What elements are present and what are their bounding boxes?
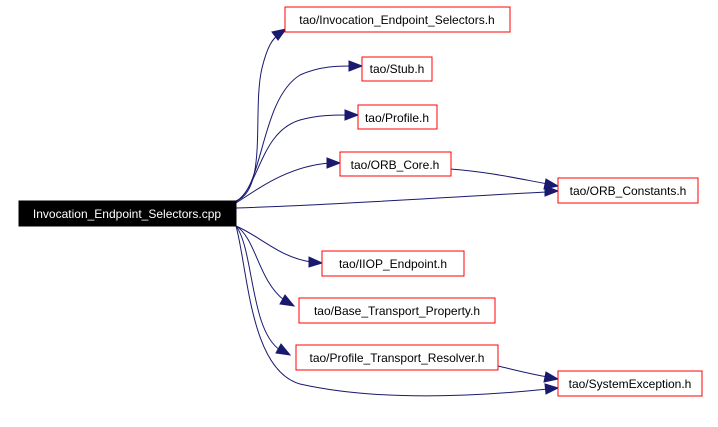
node-label: tao/IIOP_Endpoint.h (339, 257, 447, 271)
edge-root-to-iiop-endpoint-h (235, 225, 313, 263)
node-label: tao/Invocation_Endpoint_Selectors.h (299, 13, 494, 27)
edge-root-to-orb-constants-h (235, 191, 549, 209)
node-label: tao/ORB_Constants.h (570, 184, 687, 198)
arrowhead (543, 371, 560, 383)
node-orb-core-h[interactable]: tao/ORB_Core.h (339, 151, 452, 177)
node-label: tao/Profile_Transport_Resolver.h (310, 351, 485, 365)
node-invocation-endpoint-selectors-h[interactable]: tao/Invocation_Endpoint_Selectors.h (284, 6, 511, 33)
arrowhead (308, 256, 324, 268)
nodes: Invocation_Endpoint_Selectors.cpp tao/In… (18, 6, 703, 397)
arrowhead (279, 294, 296, 307)
node-label: tao/Stub.h (370, 62, 425, 76)
edge-orb-core-to-orb-constants-h (449, 168, 549, 185)
node-profile-h[interactable]: tao/Profile.h (357, 104, 438, 130)
edge-root-to-profile-h (235, 114, 349, 203)
edge-profile-transport-resolver-to-system-exception-h (497, 365, 549, 378)
arrowhead (344, 109, 360, 121)
edge-root-to-stub-h (235, 65, 353, 202)
node-orb-constants-h[interactable]: tao/ORB_Constants.h (557, 177, 699, 204)
edge-root-to-invocation-endpoint-selectors-h (235, 33, 281, 202)
node-root-label: Invocation_Endpoint_Selectors.cpp (33, 207, 221, 221)
edges (235, 28, 560, 397)
node-iiop-endpoint-h[interactable]: tao/IIOP_Endpoint.h (321, 250, 465, 277)
node-label: tao/SystemException.h (569, 377, 692, 391)
edge-root-to-base-transport-property-h (235, 225, 285, 301)
node-label: tao/Base_Transport_Property.h (314, 304, 480, 318)
node-profile-transport-resolver-h[interactable]: tao/Profile_Transport_Resolver.h (295, 344, 499, 371)
arrowhead (543, 178, 560, 190)
node-label: tao/ORB_Core.h (351, 158, 440, 172)
edge-root-to-orb-core-h (235, 162, 331, 204)
node-root[interactable]: Invocation_Endpoint_Selectors.cpp (18, 200, 237, 227)
node-stub-h[interactable]: tao/Stub.h (361, 56, 433, 82)
edge-root-to-system-exception-h (235, 225, 549, 397)
arrowhead (348, 60, 364, 72)
arrowhead (275, 343, 292, 356)
node-label: tao/Profile.h (365, 111, 429, 125)
arrowhead (271, 28, 288, 41)
node-system-exception-h[interactable]: tao/SystemException.h (557, 370, 703, 397)
edge-root-to-profile-transport-resolver-h (235, 225, 281, 351)
arrowhead (326, 157, 342, 169)
arrowhead (544, 383, 560, 395)
node-base-transport-property-h[interactable]: tao/Base_Transport_Property.h (298, 297, 496, 324)
